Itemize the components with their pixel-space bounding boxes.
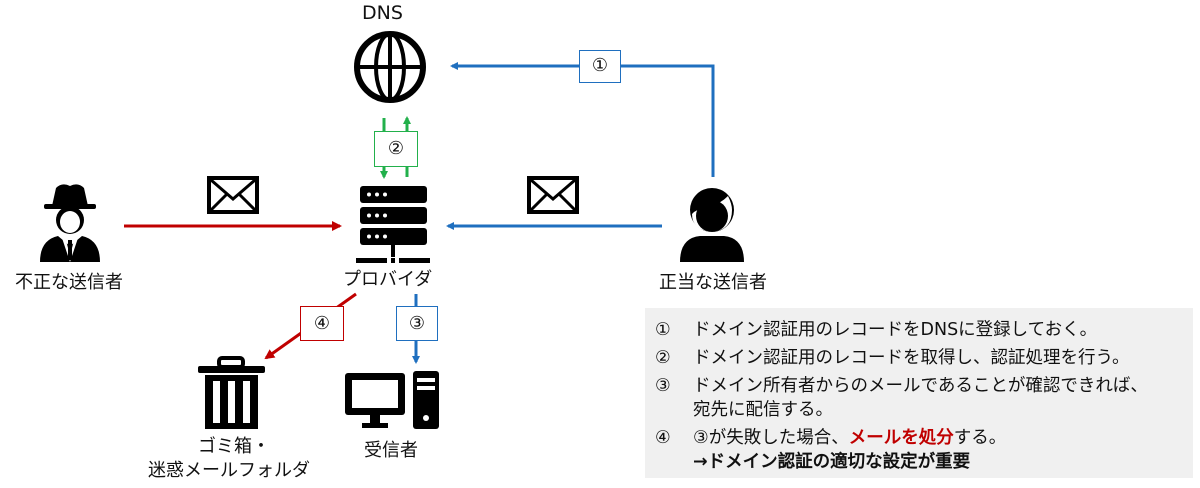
trash-icon [198, 356, 265, 429]
computer-icon [345, 371, 439, 429]
legit-sender-label: 正当な送信者 [659, 272, 767, 293]
legend-item-4-conclusion: →ドメイン認証の適切な設定が重要 [693, 452, 971, 472]
provider-label: プロバイダ [343, 269, 433, 290]
emphasis-text: メールを処分 [848, 428, 954, 448]
step4-badge: ④ [300, 306, 344, 341]
malicious-sender-icon [40, 184, 100, 262]
arrow-step1 [450, 62, 715, 177]
step2-badge: ② [374, 131, 418, 167]
step3-badge: ③ [396, 306, 438, 341]
legit-sender-icon [680, 188, 744, 262]
globe-icon [354, 31, 426, 103]
malicious-sender-label: 不正な送信者 [15, 272, 123, 293]
envelope-icon [527, 176, 579, 214]
recipient-label: 受信者 [364, 440, 418, 461]
trash-label-line2: 迷惑メールフォルダ [148, 460, 310, 481]
envelope-icon [207, 176, 259, 214]
trash-label-line1: ゴミ箱・ [198, 436, 270, 457]
legend-item-3-cont: 宛先に配信する。 [693, 400, 833, 420]
dns-label: DNS [362, 2, 403, 24]
step1-badge: ① [579, 50, 621, 83]
server-icon [356, 186, 430, 263]
